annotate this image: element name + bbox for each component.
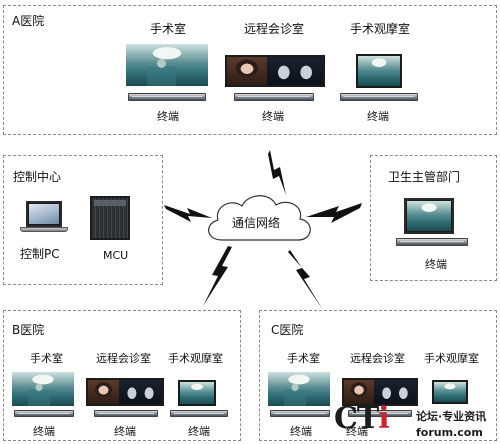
hospital-b-title: B医院 (12, 323, 45, 337)
watermark-logo-suffix: i (378, 401, 389, 436)
hospital-b-observe-monitor (178, 380, 216, 406)
hospital-c-room-surgery: 手术室 (287, 352, 320, 365)
hospital-c-consult-monitor (342, 378, 418, 406)
watermark-tagline: 论坛·专业资讯 (416, 410, 487, 423)
health-dept-title: 卫生主管部门 (388, 170, 461, 184)
hospital-b-terminal-label-2: 终端 (114, 425, 136, 438)
hospital-c-terminal-label-2: 终端 (346, 425, 368, 438)
hospital-c-terminal-device-2 (348, 410, 412, 417)
hospital-b-terminal-device-2 (94, 410, 158, 417)
hospital-a-consult-monitor (225, 55, 325, 87)
hospital-b-terminal-device-1 (14, 410, 74, 417)
hospital-a-terminal-device-3 (340, 93, 418, 101)
hospital-a-room-observe: 手术观摩室 (350, 22, 411, 36)
hospital-c-box (259, 310, 497, 441)
watermark-domain: forum.com (416, 426, 483, 439)
control-center-title: 控制中心 (13, 170, 62, 184)
hospital-a-terminal-label-3: 终端 (367, 110, 389, 123)
health-dept-terminal-device (396, 238, 468, 246)
hospital-b-terminal-device-3 (170, 410, 228, 417)
hospital-a-title: A医院 (12, 14, 45, 28)
hospital-a-surgery-image (126, 44, 208, 86)
control-center-box (3, 155, 163, 285)
health-dept-laptop-icon (404, 198, 454, 234)
hospital-c-title: C医院 (271, 323, 304, 337)
network-cloud (208, 195, 311, 241)
watermark-logo-prefix: CT (334, 401, 379, 436)
lightning-bottom-right (288, 250, 323, 310)
hospital-a-terminal-label-1: 终端 (157, 110, 179, 123)
hospital-c-room-consult: 远程会诊室 (350, 352, 405, 365)
mcu-label: MCU (103, 249, 129, 262)
hospital-a-observe-monitor (356, 54, 402, 88)
hospital-b-terminal-label-1: 终端 (33, 425, 55, 438)
hospital-a-box (3, 5, 497, 135)
control-pc-laptop-icon (26, 201, 62, 227)
lightning-right (306, 203, 362, 223)
lightning-top (268, 150, 286, 195)
control-pc-label: 控制PC (20, 247, 60, 261)
network-label: 通信网络 (232, 216, 281, 230)
hospital-b-room-observe: 手术观摩室 (168, 352, 223, 365)
hospital-b-room-surgery: 手术室 (30, 352, 63, 365)
hospital-b-box (3, 310, 241, 441)
hospital-c-terminal-device-1 (270, 410, 330, 417)
hospital-c-observe-monitor (432, 380, 468, 404)
control-pc-laptop-base (20, 227, 68, 232)
hospital-b-terminal-label-3: 终端 (188, 425, 210, 438)
health-dept-box (370, 155, 497, 281)
hospital-a-terminal-label-2: 终端 (262, 110, 284, 123)
hospital-c-terminal-label-1: 终端 (290, 425, 312, 438)
hospital-b-consult-monitor (86, 378, 164, 406)
hospital-c-surgery-image (268, 372, 330, 406)
hospital-a-terminal-device-2 (234, 93, 314, 101)
hospital-c-room-observe: 手术观摩室 (424, 352, 479, 365)
hospital-a-room-consult: 远程会诊室 (244, 22, 305, 36)
hospital-b-surgery-image (12, 372, 74, 406)
lightning-left (164, 205, 212, 222)
health-dept-terminal-label: 终端 (425, 258, 447, 271)
hospital-b-room-consult: 远程会诊室 (96, 352, 151, 365)
lightning-bottom-left (203, 246, 232, 306)
mcu-device-icon (90, 196, 130, 240)
watermark-logo: CTi (334, 401, 390, 436)
hospital-a-terminal-device-1 (128, 93, 206, 101)
hospital-a-room-surgery: 手术室 (150, 22, 187, 36)
